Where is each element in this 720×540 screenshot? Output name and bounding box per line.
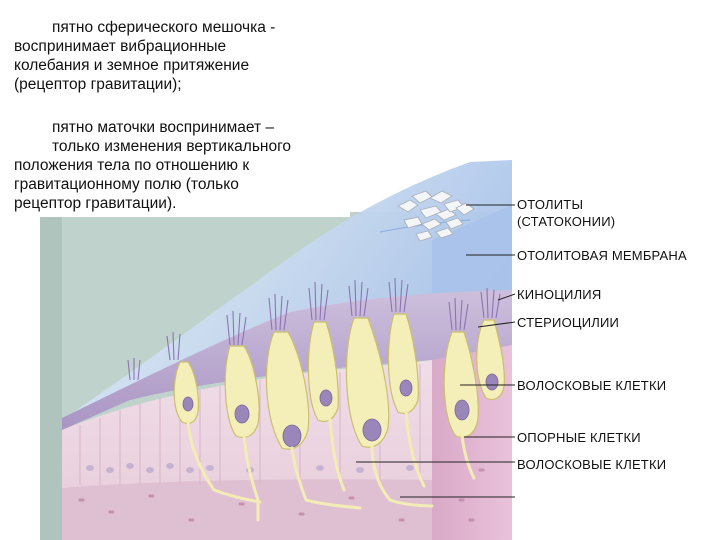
basement-membrane bbox=[62, 479, 432, 540]
otolith-membrane bbox=[62, 160, 512, 420]
hair-cell-4 bbox=[345, 317, 390, 448]
hair-bundles bbox=[127, 277, 501, 381]
hair-cell-2 bbox=[265, 331, 310, 450]
utricle-macula-caption: пятно маточки воспринимает – только изме… bbox=[14, 114, 350, 217]
utricle-caption-line-4: гравитационному полю (только bbox=[14, 176, 239, 193]
hair-cell-1 bbox=[224, 345, 260, 439]
nerve-fibers bbox=[186, 410, 476, 522]
leader-lines bbox=[356, 204, 516, 498]
label-otoliths: ОТОЛИТЫ bbox=[517, 197, 584, 212]
utricle-caption-line-2: только изменения вертикального bbox=[52, 138, 292, 155]
label-otolith-membrane: ОТОЛИТОВАЯ МЕМБРАНА bbox=[517, 248, 687, 263]
hair-cell-nuclei bbox=[182, 373, 499, 448]
connective-tissue-dots bbox=[78, 468, 485, 522]
utricle-caption-line-1: пятно маточки воспринимает – bbox=[52, 119, 275, 136]
leader-kinocilium bbox=[497, 293, 516, 301]
utricle-caption-line-5: рецептор гравитации). bbox=[14, 195, 177, 212]
otolith-crystals bbox=[397, 190, 475, 242]
saccule-caption-line-1: пятно сферического мешочка - bbox=[52, 19, 276, 36]
label-hair-cells-1: ВОЛОСКОВЫЕ КЛЕТКИ bbox=[517, 378, 667, 393]
saccule-caption-line-2: воспринимает вибрационные bbox=[14, 38, 227, 55]
saccule-macula-caption: пятно сферического мешочка - воспринимае… bbox=[14, 18, 344, 94]
label-supporting-cells: ОПОРНЫЕ КЛЕТКИ bbox=[517, 430, 641, 445]
saccule-caption-line-4: (рецептор гравитации); bbox=[14, 76, 182, 93]
label-hair-cells-2: ВОЛОСКОВЫЕ КЛЕТКИ bbox=[517, 457, 667, 472]
supporting-cell-nuclei bbox=[86, 463, 414, 473]
label-statoconia: (СТАТОКОНИИ) bbox=[517, 214, 616, 229]
leader-stereocilia bbox=[477, 321, 516, 328]
utricle-caption-line-3: положения тела по отношению к bbox=[14, 157, 250, 174]
saccule-caption-line-3: колебания и земное притяжение bbox=[14, 57, 250, 74]
background-block-shadow bbox=[40, 212, 62, 540]
label-stereocilia: СТЕРИОЦИЛИИ bbox=[517, 315, 620, 330]
label-kinocilium: КИНОЦИЛИЯ bbox=[517, 287, 602, 302]
